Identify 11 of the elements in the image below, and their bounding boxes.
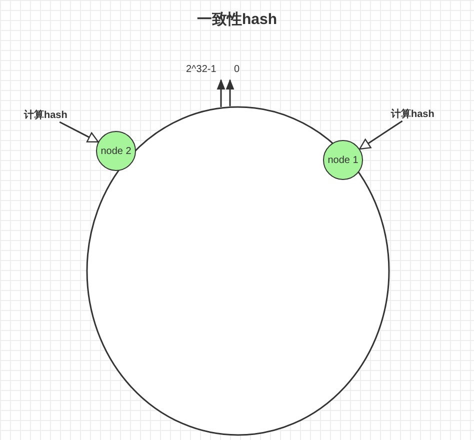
edge-label: 0 <box>234 64 240 75</box>
arrow <box>359 120 403 150</box>
hash-label: 计算hash <box>24 108 68 122</box>
arrow <box>216 78 226 107</box>
arrow <box>59 121 99 143</box>
hash-label: 计算hash <box>391 107 435 121</box>
hash-ring <box>86 106 390 436</box>
diagram-title: 一致性hash <box>196 10 278 29</box>
arrow <box>226 78 234 106</box>
edge-label: 2^32-1 <box>186 64 216 75</box>
node-circle: node 2 <box>96 131 136 171</box>
